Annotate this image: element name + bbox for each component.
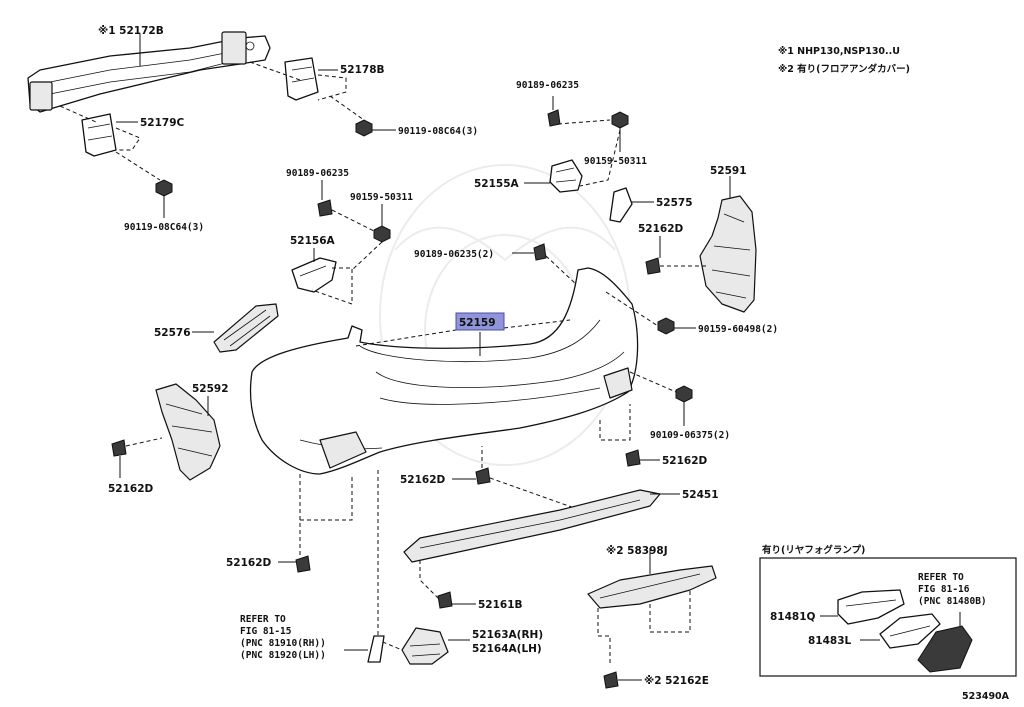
label-90189-06235-b[interactable]: 90189-06235 [286, 168, 349, 179]
nut-icon[interactable] [657, 317, 675, 335]
label-52162D-b[interactable]: 52162D [108, 483, 154, 495]
label-52576[interactable]: 52576 [154, 327, 191, 339]
label-52162D-d[interactable]: 52162D [400, 474, 446, 486]
refer-right-title: REFER TO [918, 572, 964, 583]
bolt-icon[interactable] [355, 119, 373, 137]
clip-icon[interactable] [533, 243, 547, 261]
side-reflector-part[interactable] [367, 635, 385, 663]
clip-icon[interactable] [603, 671, 619, 689]
note-1: ※1 NHP130,NSP130..U [778, 46, 900, 57]
label-52451[interactable]: 52451 [682, 489, 719, 501]
label-52592[interactable]: 52592 [192, 383, 229, 395]
label-52178B[interactable]: 52178B [340, 64, 385, 76]
clip-icon[interactable] [295, 555, 311, 573]
label-52164A[interactable]: 52164A(LH) [472, 643, 542, 655]
label-90159-50311-a[interactable]: 90159-50311 [584, 156, 647, 167]
side-retainer-52592[interactable] [155, 383, 221, 481]
clip-icon[interactable] [475, 467, 491, 485]
note-2: ※2 有り(フロアアンダカバー) [778, 63, 910, 75]
part-highlight [455, 312, 505, 331]
label-90189-06235-2[interactable]: 90189-06235(2) [414, 249, 494, 260]
label-52155A[interactable]: 52155A [474, 178, 520, 190]
label-81481Q[interactable]: 81481Q [770, 611, 816, 623]
retainer-52576[interactable] [213, 303, 279, 353]
label-90109-06375[interactable]: 90109-06375(2) [650, 430, 730, 441]
bolt-icon[interactable] [155, 179, 173, 197]
label-52159[interactable]: 52159 [459, 317, 496, 329]
label-52161B[interactable]: 52161B [478, 599, 523, 611]
bracket-52156A[interactable] [291, 257, 337, 293]
clip-icon[interactable] [437, 591, 453, 609]
bracket-52575[interactable] [609, 187, 633, 223]
refer-left-fig[interactable]: FIG 81-15 [240, 626, 292, 637]
label-90189-06235-a[interactable]: 90189-06235 [516, 80, 579, 91]
label-90119-08C64-a[interactable]: 90119-08C64(3) [398, 126, 478, 137]
bracket-52178B[interactable] [284, 57, 319, 101]
clip-icon[interactable] [625, 449, 641, 467]
label-52163A[interactable]: 52163A(RH) [472, 629, 543, 641]
clip-icon[interactable] [111, 439, 127, 457]
label-52162D-a[interactable]: 52162D [638, 223, 684, 235]
clip-icon[interactable] [317, 199, 333, 217]
refer-left-pnc2: (PNC 81920(LH)) [240, 650, 326, 661]
label-52162D-c[interactable]: 52162D [662, 455, 708, 467]
inset-title: 有り(リヤフォグランプ) [762, 544, 865, 556]
lower-garnish-52451[interactable] [403, 489, 661, 563]
fog-lamp-unit[interactable] [917, 625, 973, 673]
label-90159-50311-b[interactable]: 90159-50311 [350, 192, 413, 203]
label-52179C[interactable]: 52179C [140, 117, 185, 129]
nut-icon[interactable] [611, 111, 629, 129]
label-52591[interactable]: 52591 [710, 165, 747, 177]
nut-icon[interactable] [373, 225, 391, 243]
label-81483L[interactable]: 81483L [808, 635, 852, 647]
refer-right-fig[interactable]: FIG 81-16 [918, 584, 970, 595]
label-90159-60498[interactable]: 90159-60498(2) [698, 324, 778, 335]
bracket-52179C[interactable] [81, 113, 117, 157]
bumper-reinforcement-part[interactable] [27, 31, 271, 113]
rear-bumper-cover[interactable] [249, 267, 639, 475]
refer-left-pnc1: (PNC 81910(RH)) [240, 638, 326, 649]
inset-box [759, 557, 1017, 677]
fog-lamp-bezel-81481Q[interactable] [837, 589, 905, 625]
label-52575[interactable]: 52575 [656, 197, 693, 209]
label-52162D-e[interactable]: 52162D [226, 557, 272, 569]
label-52162E[interactable]: ※2 52162E [644, 675, 709, 687]
label-90119-08C64-b[interactable]: 90119-08C64(3) [124, 222, 204, 233]
under-cover-58398J[interactable] [587, 565, 717, 609]
reflector-52163A[interactable] [401, 627, 449, 665]
clip-icon[interactable] [645, 257, 661, 275]
label-52156A[interactable]: 52156A [290, 235, 336, 247]
label-58398J[interactable]: ※2 58398J [606, 545, 668, 557]
bolt-icon[interactable] [675, 385, 693, 426]
refer-right-pnc: (PNC 81480B) [918, 596, 987, 607]
diagram-code: 523490A [962, 691, 1010, 702]
fog-lamp-bezel-81483L[interactable] [879, 613, 941, 649]
label-52172B[interactable]: ※1 52172B [98, 25, 164, 37]
bracket-52155A[interactable] [549, 159, 583, 193]
side-retainer-52591[interactable] [699, 195, 757, 313]
refer-left-title: REFER TO [240, 614, 286, 625]
